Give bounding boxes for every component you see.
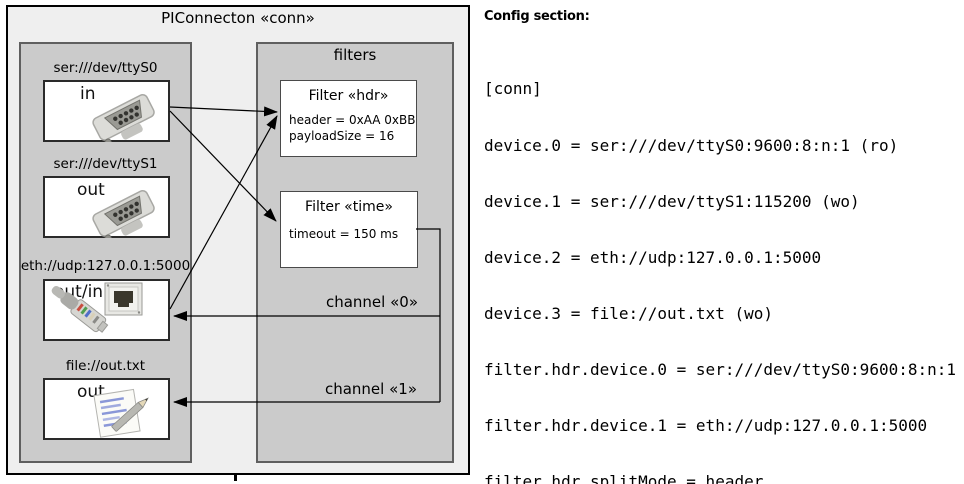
device-url-ttys0: ser:///dev/ttyS0: [53, 60, 158, 76]
device-box-file: out: [43, 378, 170, 440]
component-title: PIConnecton «conn»: [161, 9, 315, 27]
boundary-tick: [234, 474, 237, 481]
filter-box-time: Filter «time» timeout = 150 ms: [280, 191, 418, 268]
config-line: [conn]: [484, 79, 542, 99]
device-box-eth: out/in: [43, 279, 170, 341]
device-box-ttys1: out: [43, 176, 170, 238]
device-url-file: file://out.txt: [65, 358, 146, 374]
filter-title: Filter «hdr»: [308, 88, 389, 104]
serial-connector-icon: [92, 94, 155, 142]
channel-1-label: channel «1»: [324, 380, 417, 398]
filters-group-label: filters: [333, 46, 377, 64]
file-note-icon: [93, 388, 149, 438]
config-section-heading: Config section:: [484, 9, 590, 24]
config-line: filter.hdr.splitMode = header: [484, 472, 764, 484]
filter-attr: timeout = 150 ms: [289, 227, 399, 241]
config-line: filter.hdr.device.0 = ser:///dev/ttyS0:9…: [484, 359, 957, 379]
filter-attr: header = 0xAA 0xBB: [289, 113, 416, 127]
config-line: device.3 = file://out.txt (wo): [484, 303, 773, 323]
config-section-body: [conn] device.0 = ser:///dev/ttyS0:9600:…: [484, 43, 964, 484]
serial-connector-icon: [92, 190, 155, 238]
filter-attributes: timeout = 150 ms: [289, 226, 398, 242]
config-line: device.1 = ser:///dev/ttyS1:115200 (wo): [484, 191, 860, 211]
device-mode-label: in: [80, 84, 96, 104]
filter-attributes: header = 0xAA 0xBB payloadSize = 16: [289, 112, 415, 144]
filter-box-hdr: Filter «hdr» header = 0xAA 0xBB payloadS…: [280, 80, 417, 157]
device-url-eth: eth://udp:127.0.0.1:5000: [20, 258, 191, 274]
config-line: filter.hdr.device.1 = eth://udp:127.0.0.…: [484, 416, 928, 436]
device-box-ttys0: in: [43, 80, 170, 142]
config-line: device.2 = eth://udp:127.0.0.1:5000: [484, 247, 822, 267]
ethernet-connector-icon: [51, 282, 143, 333]
device-url-ttys1: ser:///dev/ttyS1: [53, 156, 158, 172]
device-mode-label: out: [77, 180, 105, 200]
config-line: device.0 = ser:///dev/ttyS0:9600:8:n:1 (…: [484, 135, 899, 155]
filter-attr: payloadSize = 16: [289, 129, 395, 143]
filter-title: Filter «time»: [305, 199, 393, 215]
channel-0-label: channel «0»: [325, 293, 418, 311]
